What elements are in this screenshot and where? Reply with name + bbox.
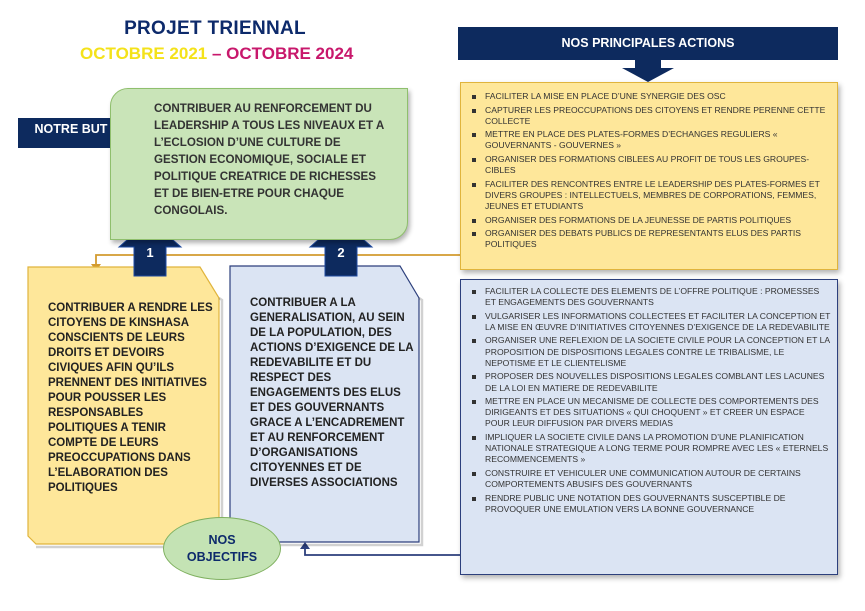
actions-down-arrow xyxy=(622,58,674,82)
action-item: METTRE EN PLACE UN MECANISME DE COLLECTE… xyxy=(472,396,831,430)
objectives-label-line1: NOS xyxy=(208,532,236,547)
title-period: OCTOBRE 2021 – OCTOBRE 2024 xyxy=(80,44,354,64)
action-item: FACILITER LA MISE EN PLACE D’UNE SYNERGI… xyxy=(472,91,831,102)
title-end: OCTOBRE 2024 xyxy=(226,44,354,63)
connector-arrowhead-2 xyxy=(300,542,310,549)
actions-label-box xyxy=(458,27,838,60)
title-separator: – xyxy=(207,44,227,63)
action-item: ORGANISER DES FORMATIONS CIBLEES AU PROF… xyxy=(472,154,831,176)
objective2-number: 2 xyxy=(337,245,345,260)
action-item: IMPLIQUER LA SOCIETE CIVILE DANS LA PROM… xyxy=(472,432,831,466)
goal-label: NOTRE BUT xyxy=(34,122,108,136)
objectives-label: NOS OBJECTIFS xyxy=(163,517,281,580)
action-item: ORGANISER DES FORMATIONS DE LA JEUNESSE … xyxy=(472,215,831,226)
objective1-text: CONTRIBUER A RENDRE LES CITOYENS DE KINS… xyxy=(48,302,213,494)
objectives-label-line2: OBJECTIFS xyxy=(186,549,258,564)
actions-box-group1: FACILITER LA MISE EN PLACE D’UNE SYNERGI… xyxy=(460,82,838,270)
objective2-text: CONTRIBUER A LA GENERALISATION, AU SEIN … xyxy=(250,297,414,489)
actions-list-group2: FACILITER LA COLLECTE DES ELEMENTS DE L’… xyxy=(461,280,837,515)
connector-actions2-objective2 xyxy=(304,545,462,556)
action-item: ORGANISER DES DEBATS PUBLICS DE REPRESEN… xyxy=(472,228,831,250)
action-item: RENDRE PUBLIC UNE NOTATION DES GOUVERNAN… xyxy=(472,493,831,515)
title-start: OCTOBRE 2021 xyxy=(80,44,208,63)
action-item: FACILITER LA COLLECTE DES ELEMENTS DE L’… xyxy=(472,286,831,308)
action-item: CONSTRUIRE ET VEHICULER UNE COMMUNICATIO… xyxy=(472,468,831,490)
actions-label: NOS PRINCIPALES ACTIONS xyxy=(561,36,735,50)
action-item: VULGARISER LES INFORMATIONS COLLECTEES E… xyxy=(472,310,831,332)
action-item: FACILITER DES RENCONTRES ENTRE LE LEADER… xyxy=(472,179,831,213)
action-item: PROPOSER DES NOUVELLES DISPOSITIONS LEGA… xyxy=(472,371,831,393)
goal-box xyxy=(110,88,408,240)
title-line1: PROJET TRIENNAL xyxy=(124,18,306,39)
actions-box-group2: FACILITER LA COLLECTE DES ELEMENTS DE L’… xyxy=(460,279,838,575)
action-item: CAPTURER LES PREOCCUPATIONS DES CITOYENS… xyxy=(472,105,831,127)
goal-text: CONTRIBUER AU RENFORCEMENT DU LEADERSHIP… xyxy=(154,102,384,217)
objective1-number: 1 xyxy=(146,245,154,260)
objective1-shadow xyxy=(36,296,224,549)
objective2-shadow xyxy=(236,296,424,547)
page-title: PROJET TRIENNAL OCTOBRE 2021 – OCTOBRE 2… xyxy=(80,18,354,64)
action-item: METTRE EN PLACE DES PLATES-FORMES D’ECHA… xyxy=(472,129,831,151)
actions-list-group1: FACILITER LA MISE EN PLACE D’UNE SYNERGI… xyxy=(461,83,837,250)
action-item: ORGANISER UNE REFLEXION DE LA SOCIETE CI… xyxy=(472,335,830,368)
